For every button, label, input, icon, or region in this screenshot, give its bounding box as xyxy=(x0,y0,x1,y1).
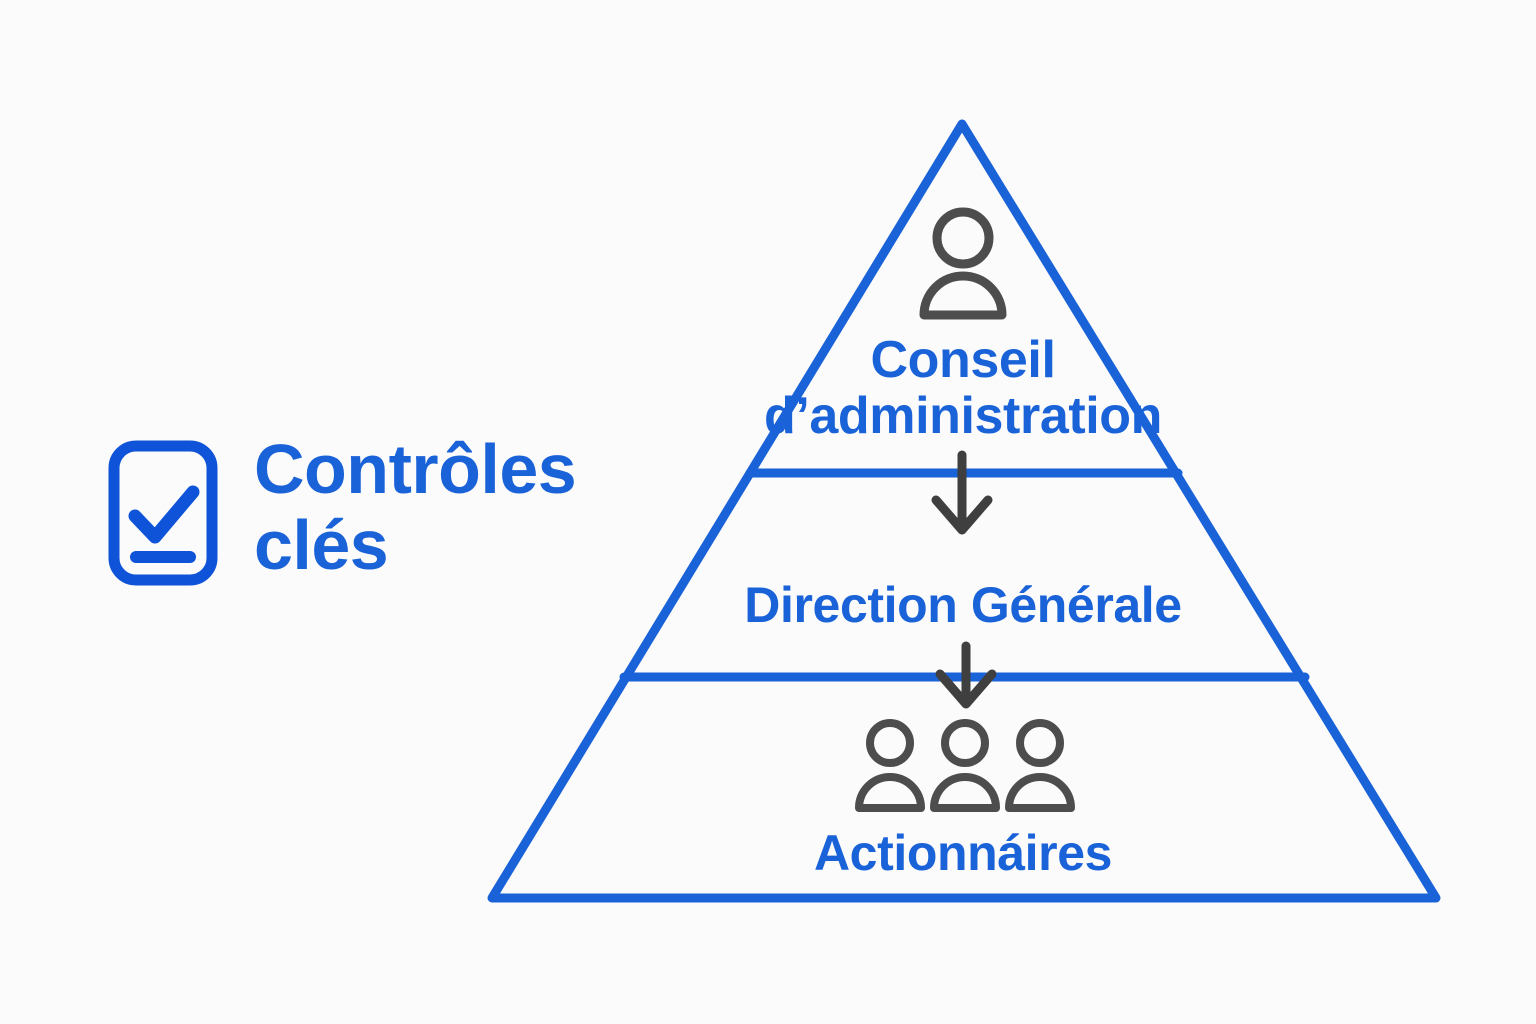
pyramid-tier-label-management: Direction Générale xyxy=(744,577,1182,633)
pyramid-tier-label-shareholders: Actionnáires xyxy=(813,825,1113,881)
checklist-document-icon-svg xyxy=(108,440,218,586)
checklist-document-icon xyxy=(108,440,218,586)
three-people-icon-svg xyxy=(855,719,1075,812)
single-person-icon-svg xyxy=(919,207,1007,320)
pyramid-tier-label-board: Conseil d’administration xyxy=(763,331,1163,446)
person-glyph-right xyxy=(1005,719,1075,812)
legend-label-key-controls: Contrôles clés xyxy=(254,430,577,584)
down-arrow-icon-1 xyxy=(931,450,993,535)
legend-key-controls: Contrôles clés xyxy=(108,430,577,586)
person-glyph-middle xyxy=(930,719,1000,812)
down-arrow-icon-2 xyxy=(935,641,997,709)
three-people-icon xyxy=(850,718,1080,818)
single-person-icon xyxy=(908,205,1018,325)
person-glyph-left xyxy=(855,719,925,812)
